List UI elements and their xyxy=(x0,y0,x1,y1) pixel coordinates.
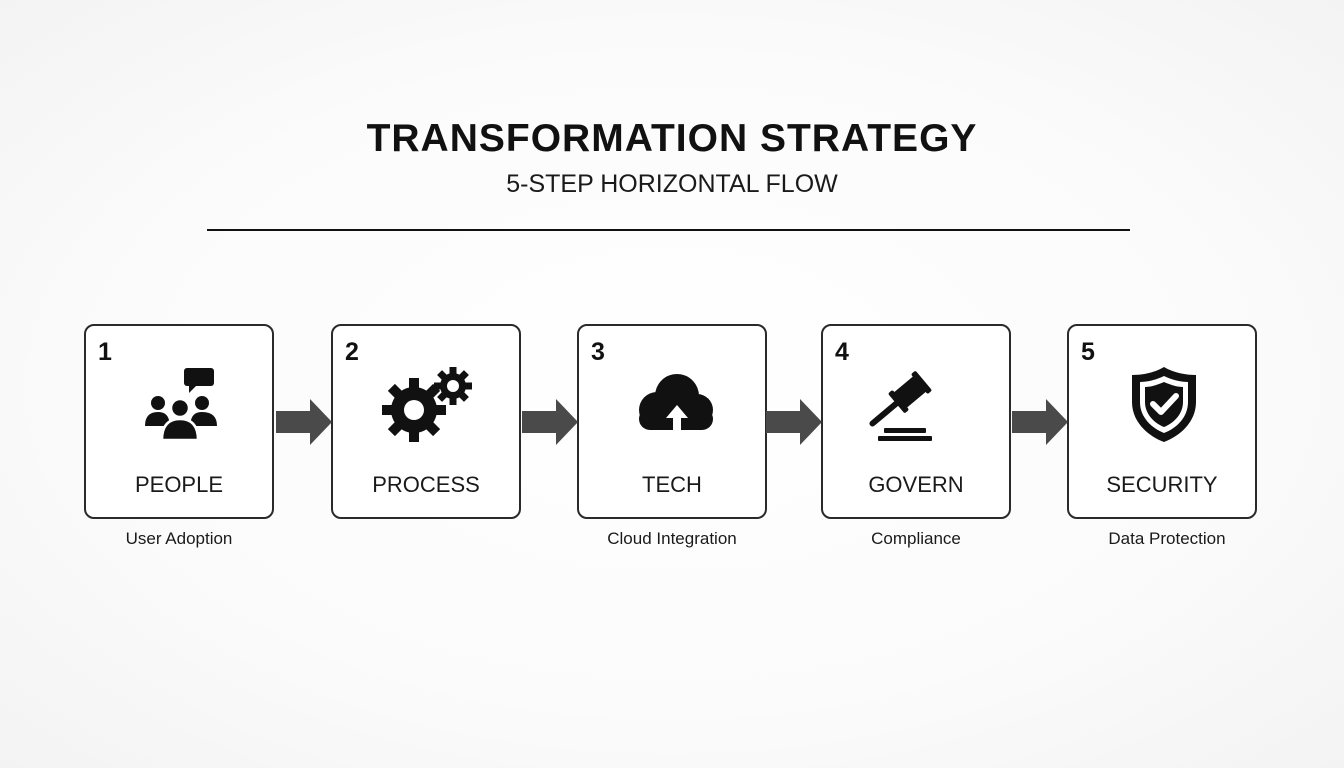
gavel-icon xyxy=(868,364,968,444)
step-caption-people: User Adoption xyxy=(125,529,233,548)
step-caption-tech: Cloud Integration xyxy=(607,529,737,548)
step-number: 1 xyxy=(98,338,112,366)
flow-arrow-2-3 xyxy=(522,399,578,445)
step-label: SECURITY xyxy=(1106,472,1218,497)
flow-arrow-3-4 xyxy=(766,399,822,445)
step-number: 5 xyxy=(1081,338,1095,366)
page-subtitle: 5-STEP HORIZONTAL FLOW xyxy=(506,170,838,198)
flow-arrow-4-5 xyxy=(1012,399,1068,445)
step-label: TECH xyxy=(642,472,702,497)
people-chat-icon xyxy=(131,364,231,444)
shield-check-icon xyxy=(1114,364,1214,444)
step-card-security: 5 SECURITY xyxy=(1067,324,1257,519)
step-label: PEOPLE xyxy=(134,472,224,497)
title-divider xyxy=(207,229,1130,231)
step-card-tech: 3 TECH xyxy=(577,324,767,519)
step-card-govern: 4 GOVERN xyxy=(821,324,1011,519)
step-number: 4 xyxy=(835,338,849,366)
step-card-people: 1 PEOPLE xyxy=(84,324,274,519)
step-label: GOVERN xyxy=(868,472,964,497)
step-number: 3 xyxy=(591,338,605,366)
gears-icon xyxy=(378,364,478,444)
step-card-process: 2 xyxy=(331,324,521,519)
cloud-upload-icon xyxy=(624,364,724,444)
step-number: 2 xyxy=(345,338,359,366)
step-caption-security: Data Protection xyxy=(1108,529,1226,548)
page-title: TRANSFORMATION STRATEGY xyxy=(366,117,978,160)
step-label: PROCESS xyxy=(372,472,480,497)
step-caption-govern: Compliance xyxy=(871,529,961,548)
flow-arrow-1-2 xyxy=(276,399,332,445)
